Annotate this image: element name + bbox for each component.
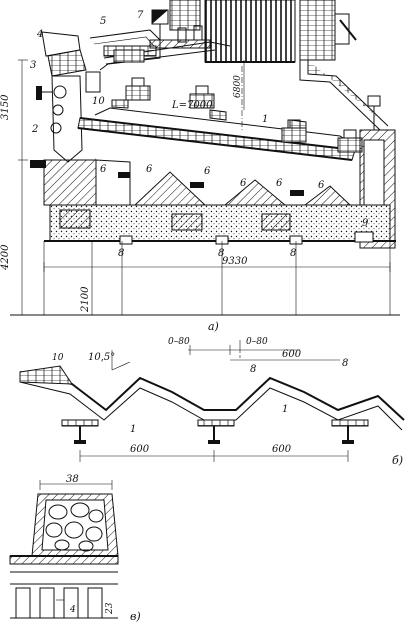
caption-a: а): [208, 320, 219, 333]
callout-8-b2: 8: [342, 358, 348, 369]
caption-c: в): [130, 610, 141, 623]
caption-b: б): [392, 454, 403, 467]
callout-4: 4: [36, 29, 43, 40]
dim-3150: 3150: [0, 94, 11, 120]
outlet-9: 9: [362, 218, 369, 229]
dim-600-top: 600: [282, 349, 302, 360]
support-columns: [10, 241, 400, 316]
callout-1-b2: 1: [282, 404, 288, 415]
lump-fuel: [45, 502, 104, 552]
dim-38: 38: [66, 474, 79, 485]
callout-8-b1: 8: [250, 364, 256, 375]
grate-bar-elevation: [10, 587, 118, 619]
front-stoker: [30, 71, 101, 168]
callout-5: 5: [100, 16, 106, 27]
callout-7: 7: [137, 10, 144, 21]
figure-a-furnace-section: 3150 4200 6800 2100 9330 L=7000 4 5 7 3 …: [0, 0, 400, 333]
dim-2100: 2100: [80, 286, 91, 313]
upper-left-wall: [169, 0, 201, 31]
fuel-bed: [19, 365, 73, 385]
callout-3: 3: [30, 60, 36, 71]
axis-label-left: 0–80: [168, 337, 190, 347]
dim-600-right: 600: [272, 444, 292, 455]
chamber-6-a: 6: [100, 164, 107, 175]
dim-23: 23: [105, 602, 115, 615]
ash-chambers: [95, 159, 352, 241]
slope-angle: 10,5°: [88, 352, 115, 363]
coal-feed-unit: [41, 9, 231, 77]
dim-600-left: 600: [130, 444, 150, 455]
hopper-8-b: 8: [218, 248, 224, 259]
callout-2: 2: [31, 124, 38, 135]
chamber-6-c: 6: [204, 166, 211, 177]
dim-4: 4: [69, 605, 76, 615]
figure-c-grate-bar: 38 4 23 в): [9, 474, 141, 623]
chamber-6-d: 6: [240, 178, 247, 189]
front-wall-lining: [43, 159, 97, 206]
dimension-lines: [18, 59, 391, 316]
overfire-arches: [125, 66, 363, 153]
axis-label-right: 0–80: [246, 337, 268, 347]
figure-b-grate-detail: 0–80 0–80 600 10,5° 10 1 1 8 8: [19, 337, 405, 467]
dim-4200: 4200: [0, 244, 11, 271]
support-beams: [61, 419, 369, 444]
callout-1-grate: 1: [262, 114, 268, 125]
hopper-8-c: 8: [290, 248, 296, 259]
foundation: [44, 204, 396, 245]
upper-right-wall: [299, 0, 336, 61]
dim-9330: 9330: [222, 256, 248, 267]
dim-6800: 6800: [233, 75, 243, 98]
callout-1-b1: 1: [130, 424, 136, 435]
grate-length-label: L=7000: [171, 100, 213, 111]
callout-10: 10: [92, 96, 105, 107]
chamber-6-b: 6: [146, 164, 153, 175]
grate-profile: [19, 371, 405, 421]
hopper-8-a: 8: [118, 248, 124, 259]
callout-10-b: 10: [52, 353, 64, 363]
right-nozzle: [334, 13, 350, 45]
chamber-6-f: 6: [318, 180, 325, 191]
chamber-6-e: 6: [276, 178, 283, 189]
inclined-grate: [77, 99, 356, 161]
boiler-tube-bank: [204, 0, 296, 63]
